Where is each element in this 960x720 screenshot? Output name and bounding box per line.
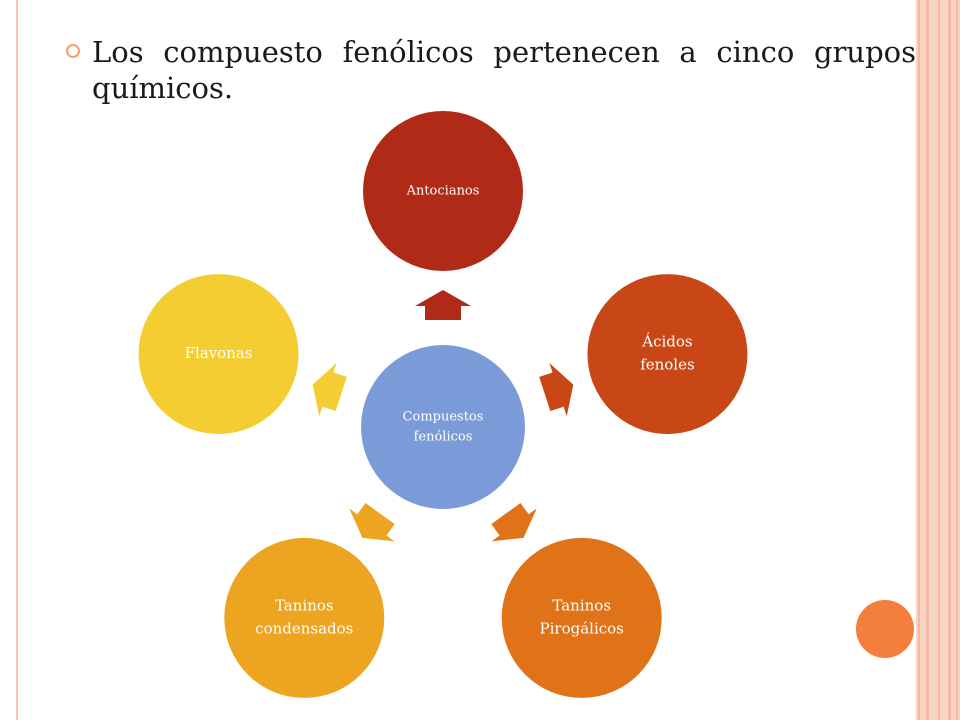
node-label-antocianos: Antocianos (406, 184, 480, 199)
right-decorative-stripes (916, 0, 960, 720)
node-label-acidos-fenoles: fenoles (640, 356, 695, 374)
node-label-taninos-condensados: Taninos (275, 596, 334, 614)
stripe (956, 0, 958, 720)
stripe (948, 0, 951, 720)
bullet-item: Los compuesto fenólicos pertenecen a cin… (66, 34, 916, 106)
node-circle (224, 537, 385, 698)
node-circle (587, 274, 748, 435)
stripe (918, 0, 920, 720)
node-label-taninos-pirogalicos: Taninos (552, 596, 611, 614)
center-label: Compuestos (403, 409, 484, 424)
arrow-icon-acidos-fenoles (539, 362, 574, 417)
arrow-icon-taninos-condensados (349, 502, 395, 542)
center-label: fenólicos (414, 430, 473, 445)
node-circle (363, 111, 523, 271)
node-label-flavonas: Flavonas (185, 344, 253, 362)
center-node: Compuestos fenólicos (361, 345, 525, 509)
node-acidos-fenoles: Ácidos fenoles (587, 274, 748, 435)
node-taninos-condensados: Taninos condensados (224, 537, 385, 698)
bullet-circle-icon (66, 44, 80, 58)
stripe (938, 0, 940, 720)
arrow-icon-flavonas (312, 362, 347, 417)
stripe (926, 0, 929, 720)
node-circle (501, 537, 662, 698)
node-label-taninos-pirogalicos: Pirogálicos (540, 620, 624, 638)
arrow-icon-antocianos (415, 290, 471, 320)
arrow-icon-taninos-pirogalicos (491, 502, 537, 542)
bullet-text: Los compuesto fenólicos pertenecen a cin… (92, 35, 916, 105)
decorative-orange-circle (856, 600, 914, 658)
node-circle (138, 274, 299, 435)
node-label-acidos-fenoles: Ácidos (641, 332, 692, 350)
left-border-line (16, 0, 18, 720)
center-circle (361, 345, 525, 509)
node-flavonas: Flavonas (138, 274, 299, 435)
node-antocianos: Antocianos (363, 111, 523, 271)
node-label-taninos-condensados: condensados (255, 620, 353, 638)
